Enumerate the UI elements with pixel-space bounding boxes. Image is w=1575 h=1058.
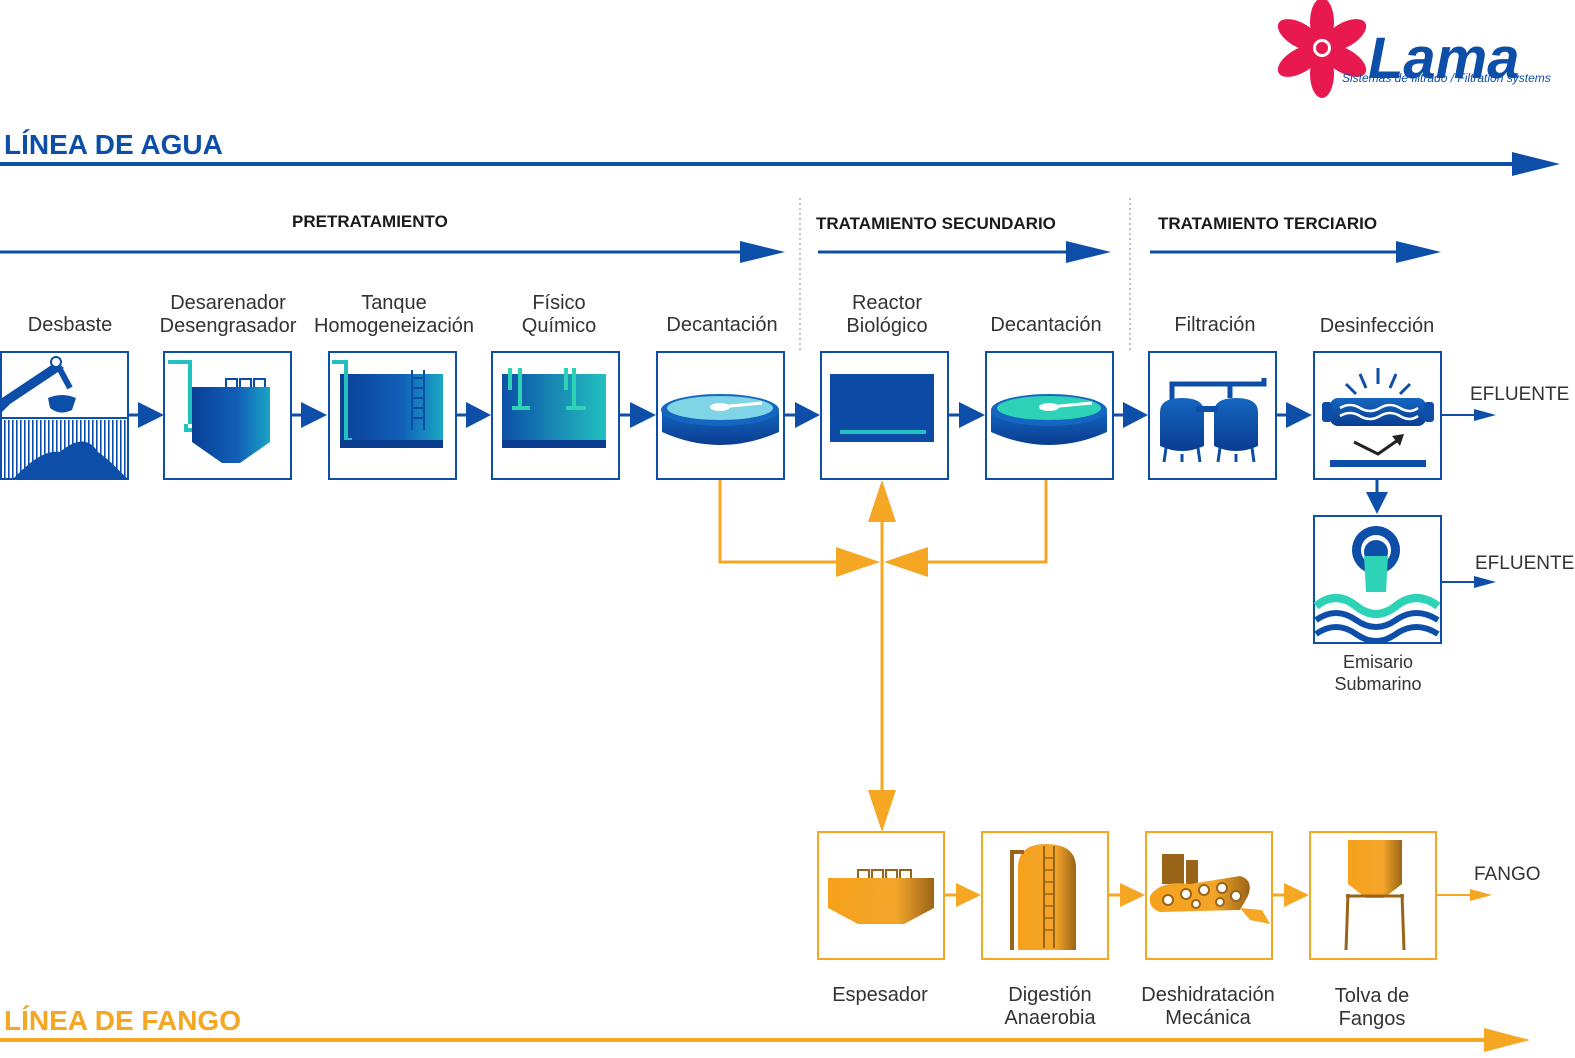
pretreatment-arrow [0, 241, 785, 263]
stage-tolva-box [1309, 831, 1437, 960]
svg-text:Anaerobia: Anaerobia [1004, 1007, 1096, 1029]
outfall-icon [1313, 526, 1441, 644]
tertiary-arrow [1150, 241, 1441, 263]
svg-text:Fangos: Fangos [1339, 1008, 1406, 1030]
section-secondary: TRATAMIENTO SECUNDARIO [816, 214, 1056, 233]
svg-text:Decantación: Decantación [666, 314, 777, 336]
flower-icon [1277, 0, 1367, 98]
effluent-label-1: EFLUENTE [1470, 384, 1569, 405]
svg-text:Homogeneización: Homogeneización [314, 315, 474, 337]
svg-text:Decantación: Decantación [990, 314, 1101, 336]
belt-press-icon [1149, 854, 1270, 924]
water-line-arrow [0, 152, 1560, 176]
sludge-arrowheads [836, 480, 928, 832]
svg-text:Tolva de: Tolva de [1335, 985, 1410, 1007]
stage-desbaste-box [0, 351, 129, 480]
svg-text:Desarenador: Desarenador [170, 292, 286, 314]
svg-text:Tanque: Tanque [361, 292, 427, 314]
svg-text:Digestión: Digestión [1008, 984, 1091, 1006]
label-desarenador: Desarenador Desengrasador [160, 292, 297, 337]
svg-text:Físico: Físico [532, 292, 585, 314]
svg-text:Deshidratación: Deshidratación [1141, 984, 1274, 1006]
svg-text:Biológico: Biológico [846, 315, 927, 337]
desinfection-to-outfall-arrow [1366, 479, 1388, 514]
svg-text:Desinfección: Desinfección [1320, 315, 1435, 337]
svg-text:Desbaste: Desbaste [28, 314, 113, 336]
lama-logo: Lama Sistemas de filtrado / Filtration s… [1277, 0, 1551, 98]
stage-tanque-box [328, 351, 457, 480]
sludge-output-label: FANGO [1474, 864, 1541, 885]
stage-decantacion-2-box [985, 351, 1114, 480]
svg-text:Reactor: Reactor [852, 292, 922, 314]
thickener-icon [828, 869, 934, 924]
sludge-line-title: LÍNEA DE FANGO [4, 1005, 241, 1036]
label-desbaste: Desbaste [28, 314, 113, 336]
label-reactor: Reactor Biológico [846, 292, 927, 337]
svg-text:Emisario: Emisario [1343, 652, 1413, 672]
homogenization-tank-icon [332, 360, 443, 448]
stage-decantacion-1-box [656, 351, 785, 480]
label-deshidratacion: Deshidratación Mecánica [1141, 984, 1274, 1029]
svg-text:Desengrasador: Desengrasador [160, 315, 297, 337]
svg-text:Mecánica: Mecánica [1165, 1007, 1251, 1029]
stage-filtracion-box [1148, 351, 1277, 480]
effluent-arrow-1 [1441, 409, 1496, 421]
filter-tanks-icon [1160, 378, 1267, 463]
stage-espesador-box [817, 831, 945, 960]
stage-reactor-box [820, 351, 949, 480]
physicochemical-tank-icon [502, 368, 606, 448]
clarifier-icon [661, 394, 779, 445]
svg-text:Químico: Químico [522, 315, 596, 337]
label-emisario: Emisario Submarino [1334, 652, 1421, 694]
effluent-label-2: EFLUENTE [1475, 553, 1574, 574]
label-espesador: Espesador [832, 984, 928, 1006]
screen-excavator-icon [2, 356, 127, 478]
sludge-flow-arrows [944, 883, 1309, 907]
secondary-arrow [818, 241, 1111, 263]
label-tolva: Tolva de Fangos [1335, 985, 1410, 1030]
logo-word: Lama [1368, 26, 1520, 91]
sludge-hopper-icon [1344, 840, 1406, 951]
stage-digestion-box [981, 831, 1109, 960]
uv-disinfection-icon [1322, 368, 1434, 467]
label-fisico: Físico Químico [522, 292, 596, 337]
label-decantacion-1: Decantación [666, 314, 777, 336]
sludge-output-arrow [1436, 889, 1492, 901]
label-filtracion: Filtración [1174, 314, 1255, 336]
section-tertiary: TRATAMIENTO TERCIARIO [1158, 214, 1377, 233]
stage-desarenador-box [163, 351, 292, 480]
label-digestion: Digestión Anaerobia [1004, 984, 1096, 1029]
logo-tagline: Sistemas de filtrado / Filtration system… [1342, 71, 1551, 85]
stage-emisario-box [1313, 515, 1442, 644]
stage-deshidratacion-box [1145, 831, 1273, 960]
anaerobic-digester-icon [1010, 844, 1076, 950]
stage-fisico-box [491, 351, 620, 480]
svg-text:Submarino: Submarino [1334, 674, 1421, 694]
label-desinfeccion: Desinfección [1320, 315, 1435, 337]
water-flow-arrows [128, 402, 1312, 428]
effluent-arrow-2 [1441, 576, 1496, 588]
svg-text:Filtración: Filtración [1174, 314, 1255, 336]
grit-tank-icon [168, 360, 270, 463]
label-tanque: Tanque Homogeneización [314, 292, 474, 337]
water-line-title: LÍNEA DE AGUA [4, 129, 223, 160]
svg-text:Espesador: Espesador [832, 984, 928, 1006]
section-pretreatment: PRETRATAMIENTO [292, 212, 448, 231]
label-decantacion-2: Decantación [990, 314, 1101, 336]
bioreactor-icon [830, 374, 934, 442]
secondary-clarifier-icon [991, 394, 1107, 445]
stage-desinfeccion-box [1313, 351, 1442, 480]
sludge-line-arrow [0, 1028, 1530, 1052]
sludge-connections [718, 480, 1048, 795]
